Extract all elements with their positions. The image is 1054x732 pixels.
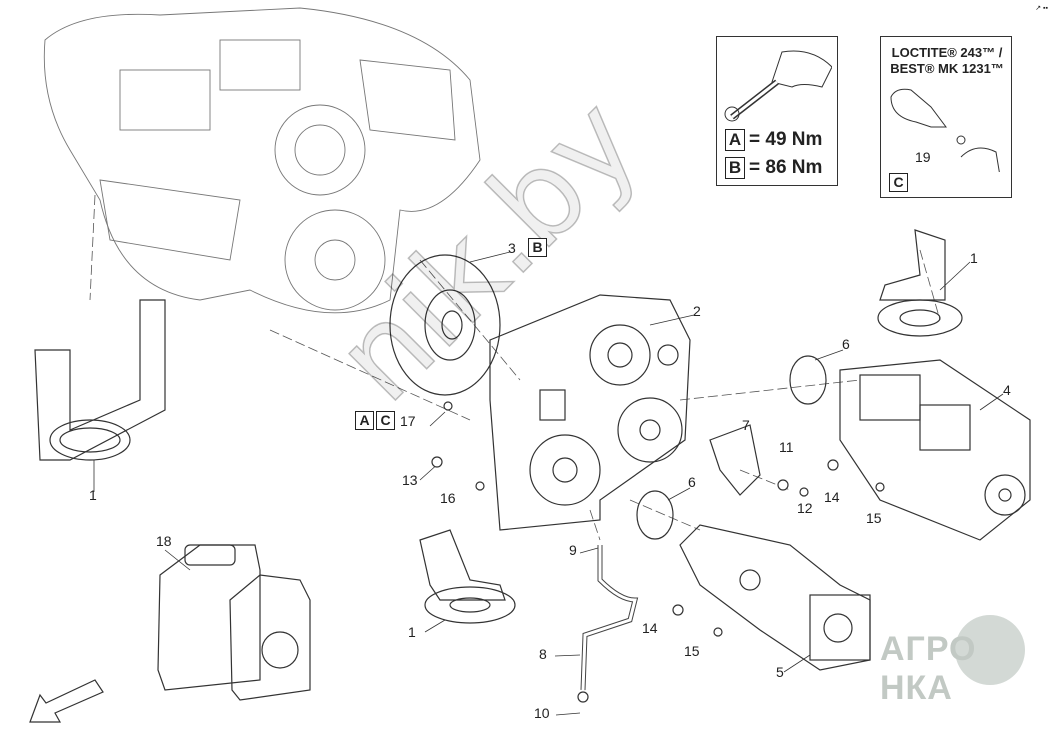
mount-bracket-left	[34, 299, 166, 461]
oil-canisters	[157, 544, 311, 701]
callout-12: 12	[797, 500, 813, 516]
callout-6b: 6	[688, 474, 696, 490]
callout-13: 13	[402, 472, 418, 488]
mount-bracket-right	[877, 229, 963, 337]
logo-ring	[955, 615, 1025, 685]
adhesive-bottle-icon	[890, 88, 1000, 172]
callout-10: 10	[534, 705, 550, 721]
o-ring	[789, 355, 827, 405]
callout-16: 16	[440, 490, 456, 506]
callout-4: 4	[1003, 382, 1011, 398]
key-b-marker: B	[528, 238, 547, 257]
cover-plate	[709, 424, 761, 496]
callout-3: 3	[508, 240, 516, 256]
wrench-hand-icon	[724, 50, 832, 122]
callout-18: 18	[156, 533, 172, 549]
key-a: A	[725, 129, 745, 151]
agronka-logo: АГРО НКА	[880, 630, 977, 707]
corner-mark: ↗ ▪▪	[1035, 5, 1048, 12]
key-c-marker: C	[376, 411, 395, 430]
drain-pipe	[580, 545, 639, 691]
bolts	[431, 401, 885, 703]
loctite-panel: LOCTITE® 243™ / BEST® MK 1231™ 19 C	[880, 36, 1012, 198]
loctite-line1: LOCTITE® 243™ /	[891, 45, 1003, 60]
hydraulic-motor	[679, 524, 871, 671]
torque-a: A = 49 Nm	[725, 129, 822, 151]
direction-arrow	[29, 679, 104, 723]
callout-1: 1	[970, 250, 978, 266]
callout-14b: 14	[642, 620, 658, 636]
callout-5: 5	[776, 664, 784, 680]
hydraulic-pump	[839, 359, 1031, 541]
callout-2: 2	[693, 303, 701, 319]
engine-drawing	[43, 7, 481, 314]
callout-11: 11	[779, 439, 794, 455]
pump-drive-gearbox	[489, 294, 691, 531]
callout-7: 7	[742, 417, 750, 433]
callout-15: 15	[866, 510, 882, 526]
torque-b-value: = 86 Nm	[749, 157, 823, 178]
mount-bracket-lower	[419, 529, 516, 624]
key-a-marker: A	[355, 411, 374, 430]
key-c: C	[889, 173, 908, 192]
leader-lines	[93, 251, 1004, 716]
key-b: B	[725, 157, 745, 179]
torque-spec-panel: A = 49 Nm B = 86 Nm	[716, 36, 838, 186]
callout-1b: 1	[89, 487, 97, 503]
o-ring	[636, 490, 674, 540]
callout-1c: 1	[408, 624, 416, 640]
callout-6: 6	[842, 336, 850, 352]
loctite-line2: BEST® MK 1231™	[890, 61, 1004, 76]
flex-plate	[389, 254, 501, 396]
callout-17: 17	[400, 413, 416, 429]
torque-b: B = 86 Nm	[725, 157, 822, 179]
callout-19: 19	[915, 149, 931, 165]
torque-a-value: = 49 Nm	[749, 129, 823, 150]
callout-15b: 15	[684, 643, 700, 659]
callout-8: 8	[539, 646, 547, 662]
callout-14: 14	[824, 489, 840, 505]
callout-9: 9	[569, 542, 577, 558]
